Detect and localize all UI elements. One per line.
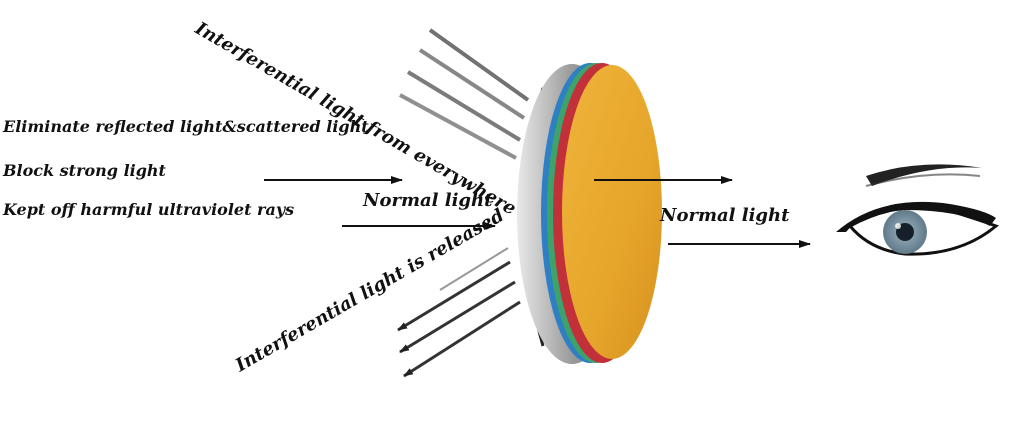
streak bbox=[428, 28, 530, 102]
streak bbox=[406, 70, 522, 142]
streak bbox=[399, 93, 517, 160]
benefit-item: Eliminate reflected light&scattered ligh… bbox=[3, 117, 369, 136]
released-arrow bbox=[397, 260, 511, 332]
released-arrow bbox=[399, 280, 516, 354]
incoming-normal-label: Normal light bbox=[363, 190, 493, 211]
incoming-interference-streaks bbox=[399, 28, 530, 160]
lens-face bbox=[562, 65, 662, 359]
released-interference-arrows bbox=[397, 247, 521, 378]
eyelash-line bbox=[836, 201, 996, 232]
released-arrow-faint bbox=[439, 247, 509, 291]
lens-icon bbox=[517, 63, 662, 364]
outgoing-normal-label: Normal light bbox=[660, 205, 790, 226]
benefit-item: Kept off harmful ultraviolet rays bbox=[3, 200, 295, 219]
released-arrow bbox=[403, 300, 521, 378]
benefit-item: Block strong light bbox=[3, 161, 166, 180]
eyebrow-hair bbox=[865, 173, 981, 187]
streak bbox=[418, 48, 526, 120]
eyebrow bbox=[866, 164, 982, 186]
eye-highlight bbox=[895, 223, 901, 229]
eye-icon bbox=[836, 164, 999, 256]
